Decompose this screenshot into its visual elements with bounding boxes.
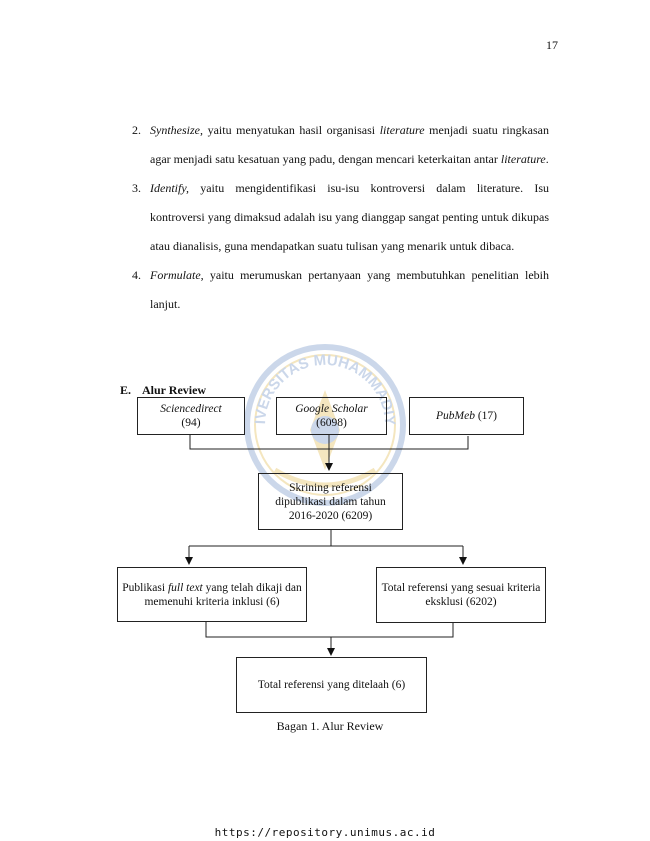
final-text: Total referensi yang ditelaah (6) xyxy=(257,679,406,691)
section-title: Alur Review xyxy=(142,383,207,397)
list-number: 2. xyxy=(132,123,141,137)
source-name: Google Scholar xyxy=(295,403,368,415)
source-sciencedirect-box: Sciencedirect (94) xyxy=(137,397,245,435)
list-item: 4. Formulate, yaitu merumuskan pertanyaa… xyxy=(132,261,549,319)
connector-merge xyxy=(205,622,454,638)
inclusion-text: Publikasi xyxy=(122,581,168,594)
section-heading: E. Alur Review xyxy=(120,383,206,398)
term-literature: literature xyxy=(379,123,425,137)
source-name: PubMeb xyxy=(435,410,475,422)
list-item: 3. Identify, yaitu mengidentifikasi isu-… xyxy=(132,174,549,261)
page-number: 17 xyxy=(546,38,558,52)
methods-list: 2. Synthesize, yaitu menyatukan hasil or… xyxy=(132,116,549,319)
screening-text: Skrining referensi dipublikasi dalam tah… xyxy=(275,481,386,522)
item-text: yaitu menyatukan hasil organisasi xyxy=(203,123,380,137)
list-number: 4. xyxy=(132,268,141,282)
list-number: 3. xyxy=(132,181,141,195)
screening-box: Skrining referensi dipublikasi dalam tah… xyxy=(258,473,403,530)
source-pubmeb-box: PubMeb (17) xyxy=(409,397,524,435)
university-watermark-logo: UNIVERSITAS MUHAMMADIYAH xyxy=(235,330,406,506)
source-name: Sciencedirect xyxy=(160,403,222,415)
exclusion-text: Total referensi yang sesuai kriteria eks… xyxy=(381,582,541,608)
term-identify: Identify, xyxy=(150,181,189,195)
source-count: (94) xyxy=(181,417,201,429)
item-text: yaitu merumuskan pertanyaan yang membutu… xyxy=(150,268,549,311)
final-box: Total referensi yang ditelaah (6) xyxy=(236,657,427,713)
term-formulate: Formulate, xyxy=(150,268,204,282)
source-google-scholar-box: Google Scholar (6098) xyxy=(276,397,387,435)
item-text: yaitu mengidentifikasi isu-isu kontrover… xyxy=(150,181,549,253)
inclusion-box: Publikasi full text yang telah dikaji da… xyxy=(117,567,307,622)
list-item: 2. Synthesize, yaitu menyatukan hasil or… xyxy=(132,116,549,174)
source-count: (6098) xyxy=(316,417,347,429)
section-letter: E. xyxy=(120,383,132,397)
footer-url[interactable]: https://repository.unimus.ac.id xyxy=(214,826,436,839)
term-literature: literature xyxy=(500,152,546,166)
exclusion-box: Total referensi yang sesuai kriteria eks… xyxy=(376,567,546,623)
item-text: menjadi suatu ringkasan agar menjadi sat… xyxy=(150,123,549,166)
inclusion-text: yang telah dikaji dan memenuhi kriteria … xyxy=(144,581,302,608)
figure-caption: Bagan 1. Alur Review xyxy=(276,719,384,733)
term-full-text: full text xyxy=(167,581,203,594)
term-synthesize: Synthesize, xyxy=(150,123,203,137)
item-text: . xyxy=(545,152,549,166)
source-count: (17) xyxy=(474,410,497,422)
